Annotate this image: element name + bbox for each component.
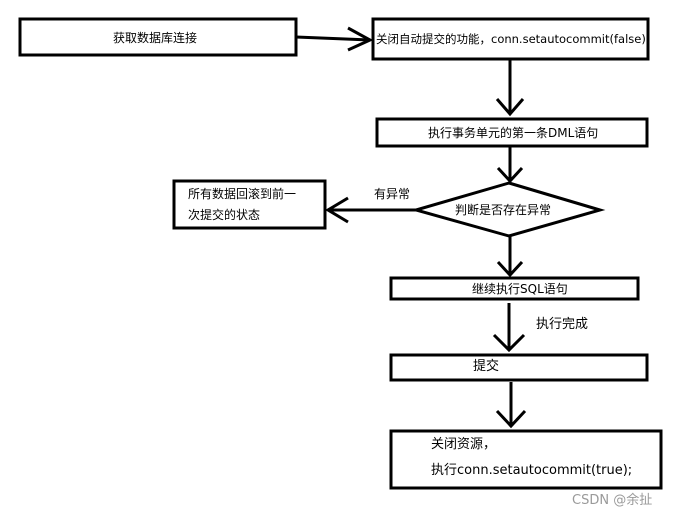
rollback-box	[172, 179, 327, 230]
exception-decision-label: 判断是否存在异常	[455, 203, 552, 217]
rollback-label-line1: 所有数据回滚到前一	[188, 187, 297, 201]
done-edge-label: 执行完成	[536, 317, 589, 332]
arrow-autocommit-to-dml	[495, 59, 525, 117]
arrow-decision-to-rollback	[325, 196, 416, 224]
arrow-connection-to-autocommit	[295, 26, 374, 52]
disable-autocommit-label: 关闭自动提交的功能，conn.setautocommit(false);	[376, 32, 650, 46]
arrow-decision-to-continue	[496, 236, 524, 278]
close-resources-box	[389, 429, 663, 490]
continue-sql-box	[389, 276, 640, 301]
close-resources-label-line1: 关闭资源，	[431, 437, 497, 452]
csdn-watermark: CSDN @余扯	[572, 493, 653, 508]
commit-box	[389, 353, 649, 382]
rollback-label-line2: 次提交的状态	[188, 208, 261, 222]
close-resources-label-line2: 执行conn.setautocommit(true);	[431, 463, 633, 478]
exception-edge-label: 有异常	[374, 187, 411, 201]
commit-label: 提交	[473, 359, 500, 374]
first-dml-label: 执行事务单元的第一条DML语句	[428, 126, 599, 140]
continue-sql-label: 继续执行SQL语句	[472, 282, 568, 296]
arrow-commit-to-close	[495, 382, 527, 429]
arrow-continue-to-commit	[492, 303, 526, 353]
first-dml-box	[375, 117, 649, 148]
get-connection-label: 获取数据库连接	[113, 31, 198, 45]
arrow-dml-to-decision	[496, 146, 524, 184]
